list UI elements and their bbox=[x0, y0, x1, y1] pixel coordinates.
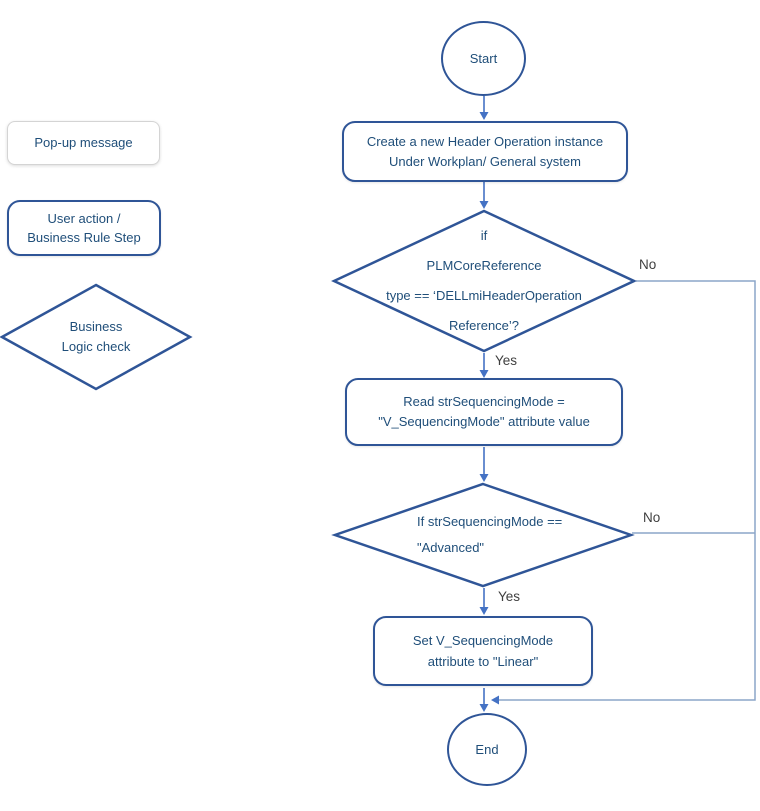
arrowhead bbox=[479, 607, 489, 615]
decision2-diamond-shape bbox=[331, 482, 635, 588]
arrowhead bbox=[479, 704, 489, 712]
legend-popup-label: Pop-up message bbox=[34, 135, 133, 150]
legend-user-action-line2: Business Rule Step bbox=[27, 230, 141, 245]
decision1-line2: PLMCoreReference bbox=[426, 258, 542, 273]
decision1-plmcorereference: if PLMCoreReference type == ‘DELLmiHeade… bbox=[331, 209, 637, 353]
decision1-line3: type == ‘DELLmiHeaderOperation bbox=[386, 288, 582, 303]
step1-line2: Under Workplan/ General system bbox=[389, 153, 581, 169]
arrowhead bbox=[479, 201, 489, 209]
decision2-no-label: No bbox=[643, 510, 661, 525]
legend-logic-check: Business Logic check bbox=[0, 283, 193, 391]
decision1-line4: Reference’? bbox=[448, 318, 520, 333]
decision2-line1: If strSequencingMode == bbox=[417, 514, 563, 529]
start-label: Start bbox=[469, 50, 498, 66]
legend-logic-check-line2: Logic check bbox=[61, 339, 131, 354]
decision1-yes-label: Yes bbox=[495, 353, 518, 368]
decision1-diamond-shape bbox=[331, 209, 637, 353]
step3-line1: Set V_SequencingMode bbox=[412, 633, 554, 648]
legend-popup-message: Pop-up message bbox=[7, 121, 160, 165]
start-node: Start bbox=[441, 21, 526, 96]
legend-user-action-line1: User action / bbox=[47, 211, 121, 226]
legend-diamond-shape bbox=[0, 283, 193, 391]
decision2-yes-label: Yes bbox=[498, 589, 521, 604]
decision2-sequencing-mode: If strSequencingMode == "Advanced" bbox=[331, 482, 635, 588]
decision1-no-line bbox=[498, 280, 756, 701]
arrowhead bbox=[479, 370, 489, 378]
step2-read-sequencing-mode: Read strSequencingMode = "V_SequencingMo… bbox=[345, 378, 623, 446]
step1-line1: Create a new Header Operation instance bbox=[366, 133, 604, 149]
decision1-line1: if bbox=[480, 228, 488, 243]
legend-logic-check-line1: Business bbox=[69, 319, 123, 334]
end-node: End bbox=[447, 713, 527, 786]
arrowhead bbox=[479, 112, 489, 120]
bypass-return-arrowhead bbox=[491, 695, 499, 705]
step1-create-header-operation: Create a new Header Operation instance U… bbox=[342, 121, 628, 182]
end-label: End bbox=[475, 741, 499, 757]
step3-set-sequencing-mode: Set V_SequencingMode attribute to "Linea… bbox=[373, 616, 593, 686]
legend-user-action: User action / Business Rule Step bbox=[7, 200, 161, 256]
arrowhead bbox=[479, 474, 489, 482]
decision1-no-label: No bbox=[639, 257, 657, 272]
step3-line2: attribute to "Linear" bbox=[427, 654, 539, 669]
decision2-line2: "Advanced" bbox=[417, 540, 485, 555]
step2-line2: "V_SequencingMode" attribute value bbox=[378, 414, 590, 429]
step2-line1: Read strSequencingMode = bbox=[403, 394, 565, 409]
